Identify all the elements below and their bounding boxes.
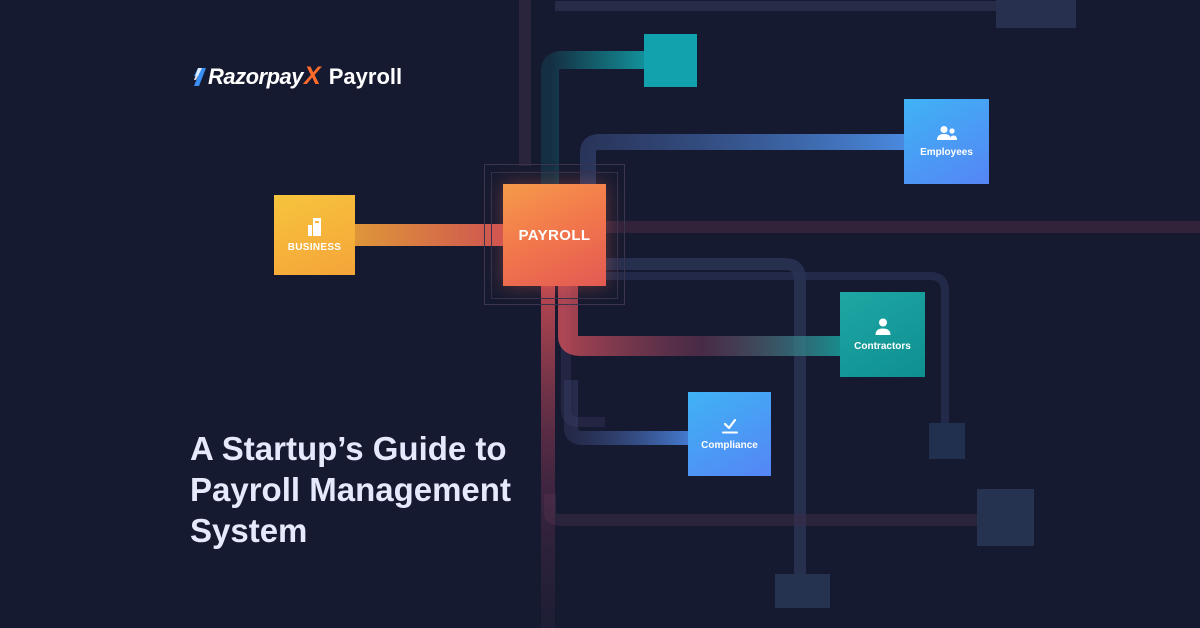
- headline-line-2: Payroll Management: [190, 471, 511, 508]
- headline-line-3: System: [190, 512, 308, 549]
- brand-x-mark: X: [304, 62, 321, 90]
- person-icon: [875, 318, 890, 335]
- compliance-label: Compliance: [701, 439, 758, 451]
- network-square: [775, 574, 830, 608]
- headline: A Startup’s Guide to Payroll Management …: [190, 428, 590, 551]
- razorpayx-payroll-logo: Razorpay X Payroll: [192, 62, 402, 91]
- razorpay-logo-icon: [194, 67, 206, 86]
- check-icon: [721, 418, 738, 433]
- business-label: BUSINESS: [287, 241, 342, 253]
- brand-product: Payroll: [328, 63, 403, 89]
- building-icon: [307, 217, 321, 236]
- business-node: BUSINESS: [274, 195, 355, 275]
- employees-node: Employees: [904, 99, 989, 184]
- contractors-node: Contractors: [840, 292, 925, 377]
- headline-line-1: A Startup’s Guide to: [190, 430, 507, 467]
- payroll-label: PAYROLL: [518, 226, 591, 244]
- users-icon: [936, 126, 957, 140]
- network-square-teal: [644, 34, 697, 87]
- network-square: [977, 489, 1034, 546]
- brand-name: Razorpay: [208, 63, 304, 89]
- network-square: [929, 423, 965, 459]
- contractors-label: Contractors: [854, 340, 911, 352]
- compliance-node: Compliance: [688, 392, 771, 476]
- employees-label: Employees: [920, 147, 973, 158]
- payroll-node: PAYROLL: [503, 184, 606, 286]
- network-square-top: [996, 0, 1076, 28]
- payroll-inner-frame: [491, 172, 618, 299]
- payroll-outer-frame: [484, 164, 625, 305]
